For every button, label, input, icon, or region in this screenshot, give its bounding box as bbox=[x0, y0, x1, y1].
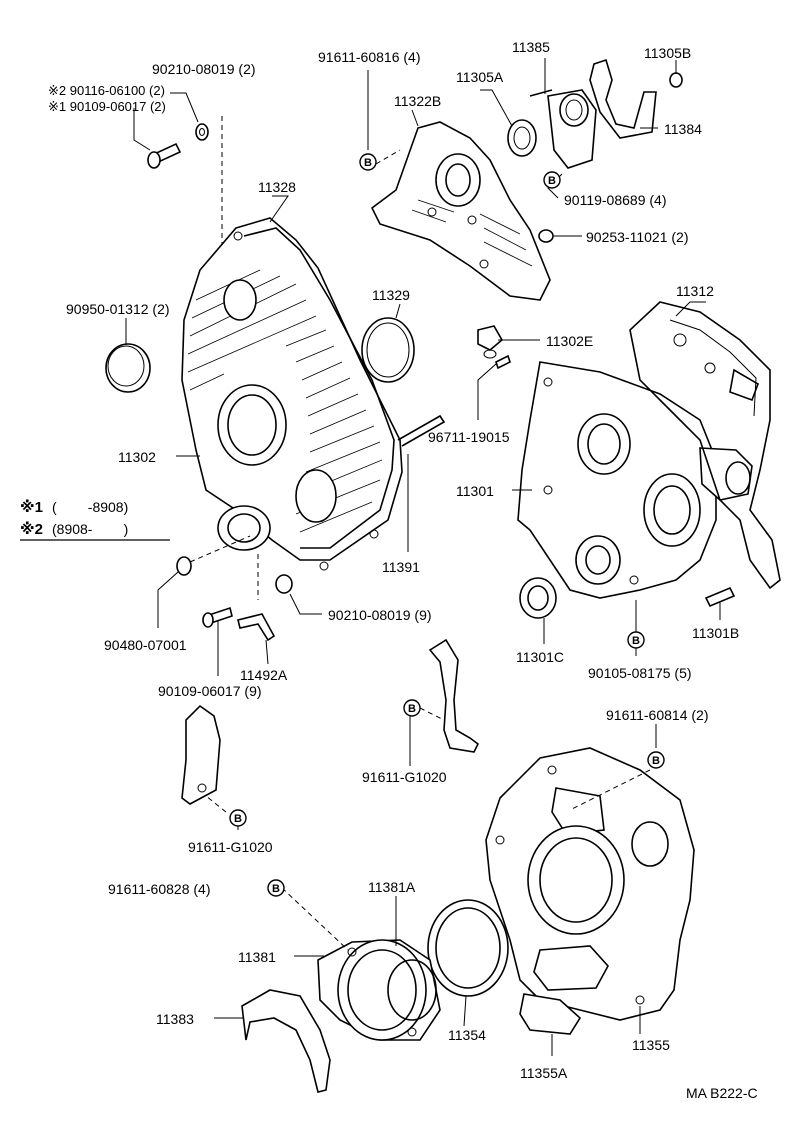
label-11302E: 11302E bbox=[546, 333, 593, 349]
diagram-code: MA B222-C bbox=[686, 1085, 758, 1101]
label-90253-11021-2: 90253-11021 (2) bbox=[586, 229, 688, 245]
gasket-11312 bbox=[629, 301, 781, 590]
oil-seal-retainer-11381 bbox=[317, 939, 441, 1041]
svg-text:B: B bbox=[632, 635, 640, 647]
legend-mark-2: ※2 bbox=[20, 520, 43, 538]
label-90116-06100-2: ※2 90116-06100 (2) bbox=[48, 83, 165, 98]
label-90119-08689-4: 90119-08689 (4) bbox=[564, 192, 666, 208]
label-11329: 11329 bbox=[372, 287, 410, 303]
stud-11301B bbox=[704, 586, 736, 608]
label-90210-08019-9: 90210-08019 (9) bbox=[328, 607, 432, 623]
clip-11492A bbox=[237, 613, 276, 642]
retainer-11385 bbox=[529, 89, 597, 169]
pin-96711-19015 bbox=[495, 354, 511, 370]
label-11385: 11385 bbox=[512, 39, 550, 55]
bolt-marker-91611-60816: B bbox=[359, 153, 377, 171]
label-90210-08019-2: 90210-08019 (2) bbox=[152, 61, 256, 77]
rear-plate-11355 bbox=[485, 747, 695, 1021]
label-11391: 11391 bbox=[382, 559, 420, 575]
legend: ※1 ( -8908) ※2 (8908- ) bbox=[20, 498, 170, 541]
bolt-90109-06017-9 bbox=[202, 606, 233, 628]
label-91611-60828-4: 91611-60828 (4) bbox=[108, 881, 210, 897]
label-11381A: 11381A bbox=[368, 879, 416, 895]
label-91611-60816-4: 91611-60816 (4) bbox=[318, 49, 420, 65]
label-11301C: 11301C bbox=[516, 649, 564, 665]
oil-seal-11305A bbox=[507, 119, 537, 157]
label-91611-g1020-lower: 91611-G1020 bbox=[188, 839, 273, 855]
label-11492A: 11492A bbox=[240, 667, 288, 683]
pin-11391 bbox=[397, 414, 446, 447]
svg-text:B: B bbox=[364, 157, 372, 169]
label-91611-60814-2: 91611-60814 (2) bbox=[606, 707, 708, 723]
bolt-marker-91611-g1020-upper: B bbox=[403, 699, 421, 717]
svg-text:B: B bbox=[652, 755, 660, 767]
plug-11305B bbox=[669, 72, 683, 88]
label-90950-01312-2: 90950-01312 (2) bbox=[66, 301, 170, 317]
svg-text:B: B bbox=[408, 703, 416, 715]
label-11312: 11312 bbox=[676, 283, 714, 299]
label-11328: 11328 bbox=[258, 179, 296, 195]
oil-seal-11301C bbox=[519, 577, 557, 619]
pin-90253-11021 bbox=[538, 229, 554, 243]
timing-case-11301 bbox=[517, 361, 753, 599]
legend-mark-1: ※1 bbox=[20, 498, 43, 516]
label-91611-g1020-upper: 91611-G1020 bbox=[362, 769, 447, 785]
legend-range-2: (8908- ) bbox=[52, 521, 128, 537]
label-96711-19015: 96711-19015 bbox=[428, 429, 510, 445]
label-11355A: 11355A bbox=[520, 1065, 568, 1081]
bolt-marker-90105-08175: B bbox=[627, 631, 645, 649]
label-90109-06017-2: ※1 90109-06017 (2) bbox=[48, 99, 166, 114]
label-11355: 11355 bbox=[632, 1037, 670, 1053]
plug-90950-01312 bbox=[105, 343, 151, 393]
svg-text:B: B bbox=[234, 813, 242, 825]
bolt-marker-91611-60828: B bbox=[267, 879, 285, 897]
label-11322B: 11322B bbox=[394, 93, 441, 109]
label-11354: 11354 bbox=[448, 1027, 486, 1043]
grommet-90210-08019 bbox=[275, 574, 293, 594]
label-11301: 11301 bbox=[456, 483, 494, 499]
timing-belt-cover-11302 bbox=[181, 217, 403, 571]
label-11301B: 11301B bbox=[692, 625, 739, 641]
label-11305B: 11305B bbox=[644, 45, 691, 61]
svg-text:B: B bbox=[548, 175, 556, 187]
label-11305A: 11305A bbox=[456, 69, 504, 85]
bracket-lower bbox=[181, 704, 221, 805]
label-11384: 11384 bbox=[664, 121, 702, 137]
label-11383: 11383 bbox=[156, 1011, 194, 1027]
bolt-90109-06017 bbox=[147, 142, 182, 169]
washer-90480-07001 bbox=[176, 556, 192, 576]
label-90109-06017-9: 90109-06017 (9) bbox=[158, 683, 262, 699]
gasket-11329 bbox=[361, 317, 415, 383]
cover-11355A bbox=[519, 993, 582, 1035]
gasket-11383 bbox=[241, 989, 331, 1093]
bracket-11384 bbox=[589, 58, 657, 139]
svg-text:B: B bbox=[272, 883, 280, 895]
bolt-marker-90119-08689: B bbox=[543, 171, 561, 189]
legend-range-1: ( -8908) bbox=[52, 499, 128, 515]
label-90480-07001: 90480-07001 bbox=[104, 637, 187, 653]
bracket-upper bbox=[428, 638, 480, 753]
bolt-marker-91611-g1020-lower: B bbox=[229, 809, 247, 827]
bolt-marker-91611-60814: B bbox=[647, 751, 665, 769]
belt-guide-11322B bbox=[370, 121, 551, 301]
label-11302: 11302 bbox=[118, 449, 156, 465]
breather-11302E bbox=[477, 325, 504, 359]
label-90105-08175-5: 90105-08175 (5) bbox=[588, 665, 692, 681]
label-11381: 11381 bbox=[238, 949, 276, 965]
oil-seal-11354 bbox=[427, 899, 509, 997]
washer-90210-08019-top bbox=[195, 123, 209, 141]
